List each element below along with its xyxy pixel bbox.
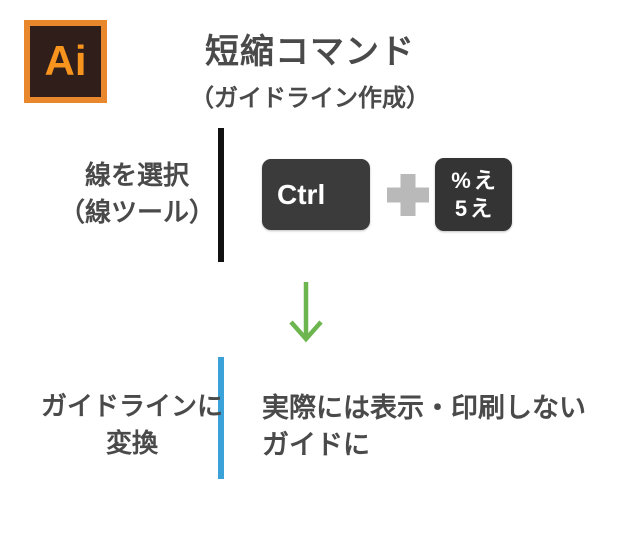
number5-key-bottom-row: 5え (454, 195, 496, 221)
arrow-down-icon (289, 282, 323, 343)
page-subtitle: （ガイドライン作成） (190, 85, 430, 112)
number5-key-top-row: %え (451, 167, 499, 193)
number5-key: %え 5え (435, 158, 512, 231)
illustrator-logo-text: Ai (44, 36, 87, 84)
step2-label-line1: ガイドラインに (40, 391, 223, 421)
step2-result-line1: 実際には表示・印刷しない (262, 393, 586, 423)
step1-label-line2: （線ツール） (58, 197, 215, 227)
step1-divider-bar (218, 128, 224, 262)
step2-label-line2: 変換 (105, 428, 158, 458)
step1-label-line1: 線を選択 (84, 160, 189, 190)
header: 短縮コマンド （ガイドライン作成） (130, 24, 490, 113)
ctrl-key-label: Ctrl (277, 178, 326, 210)
page-title: 短縮コマンド (205, 33, 415, 71)
step2-divider-bar (218, 357, 224, 479)
step2-result-line2: ガイドに (262, 430, 370, 460)
step1-label: 線を選択 （線ツール） (42, 157, 232, 231)
illustrator-logo: Ai (24, 20, 107, 103)
ctrl-key: Ctrl (262, 159, 370, 230)
plus-icon (387, 174, 429, 216)
step2-label: ガイドラインに 変換 (37, 388, 227, 462)
step2-result-text: 実際には表示・印刷しない ガイドに (262, 390, 602, 464)
